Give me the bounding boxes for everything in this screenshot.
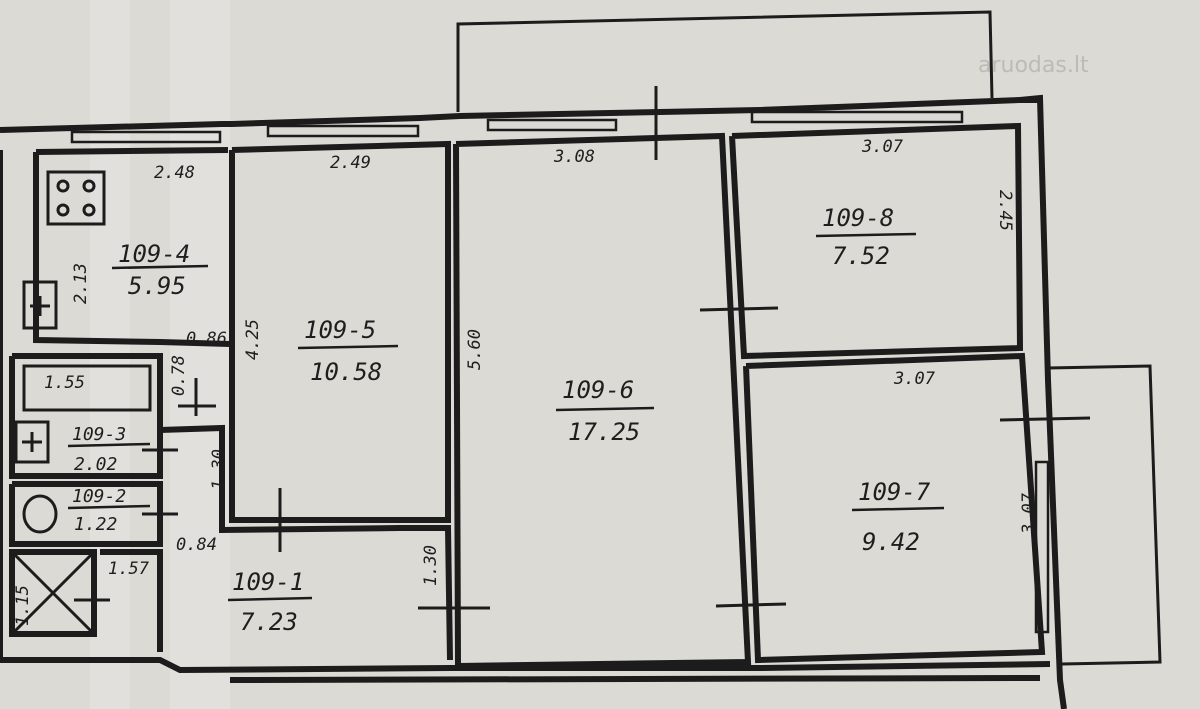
label-underline [815,232,917,238]
balcony-outline [456,10,994,112]
room-id: 109-2 [72,486,126,507]
window [70,130,222,144]
dimension-label: 3.07 [893,369,936,389]
label-underline [67,442,151,448]
paper-fold [170,0,230,709]
storage-cross [10,550,96,636]
dimension-label: 2.49 [330,153,371,173]
basin-icon [14,420,50,464]
room-label-109-4: 109-4 5.95 [111,240,209,300]
room-area: 10.58 [310,358,382,386]
wall-room-109-7 [743,352,1046,664]
room-label-109-7: 109-7 9.42 [851,478,945,556]
room-label-109-5: 109-5 10.58 [297,316,399,386]
burner [82,179,96,193]
wall-hallway [159,424,453,661]
dimension-label: 2.48 [154,163,195,183]
dimension-label: 4.25 [243,319,263,360]
room-label-109-6: 109-6 17.25 [555,376,655,446]
dimension-label: 1.55 [44,373,85,393]
room-area: 7.52 [832,242,890,270]
window [266,124,420,138]
room-id: 109-3 [72,424,126,445]
wall-kitchen [33,152,231,347]
label-underline [67,504,151,510]
door-mark [999,416,1091,422]
door-mark [699,306,779,312]
room-area: 7.23 [240,608,298,636]
label-underline [851,506,945,512]
label-underline [297,344,399,350]
outer-wall-bottom [0,657,1051,674]
wall-storage [9,549,97,637]
wall-room-109-5 [229,140,451,523]
burner [56,203,70,217]
dimension-label: 1.30 [421,545,441,586]
room-label-109-8: 109-8 7.52 [815,204,917,270]
room-id: 109-4 [118,240,190,268]
wall-room-109-6 [453,132,752,670]
wall-wc [9,481,163,547]
room-area: 17.25 [568,418,640,446]
room-id: 109-8 [822,204,894,232]
room-label-109-1: 109-1 7.23 [227,568,313,636]
toilet-icon [22,494,58,534]
door-mark [715,602,787,608]
dimension-label: 2.13 [71,263,91,304]
room-area: 1.22 [74,514,117,535]
room-label-109-3: 109-3 2.02 [67,424,151,475]
window [486,118,618,132]
bathtub [22,364,152,412]
room-id: 109-6 [562,376,634,404]
outer-wall-right [1019,94,1067,709]
dimension-label: 5.60 [465,329,485,370]
label-underline [555,406,655,412]
room-area: 9.42 [862,528,920,556]
burner [56,179,70,193]
watermark: aruodas.lt [978,53,1089,78]
dimension-label: 0.86 [186,329,227,349]
side-balcony-outline [1047,364,1162,666]
room-area: 5.95 [128,272,186,300]
dimension-label: 1.15 [13,585,33,626]
wall-kitchen-top [35,147,229,155]
inner-wall-bottom [229,675,1041,683]
outer-wall-top [0,97,1040,133]
dimension-label: 3.07 [1019,492,1039,535]
stove-icon [46,170,106,226]
room-id: 109-5 [304,316,376,344]
label-underline [111,264,209,270]
dimension-label: 0.78 [169,355,189,396]
dimension-label: 1.57 [108,559,150,579]
dimension-label: 3.08 [553,147,595,167]
dimension-label: 3.07 [861,137,904,157]
dimension-label: 1.30 [209,449,229,490]
wall-hallway-left [100,549,163,652]
room-id: 109-7 [858,478,931,506]
wall-bath [9,353,163,479]
sink-icon [22,280,58,330]
wall-room-109-8 [729,122,1024,360]
dimension-label: 2.45 [995,190,1015,231]
window [750,110,964,124]
room-label-109-2: 109-2 1.22 [67,486,151,535]
dimension-label: 0.84 [176,535,217,555]
burner [82,203,96,217]
room-id: 109-1 [232,568,304,596]
room-area: 2.02 [74,454,117,475]
label-underline [227,596,313,602]
